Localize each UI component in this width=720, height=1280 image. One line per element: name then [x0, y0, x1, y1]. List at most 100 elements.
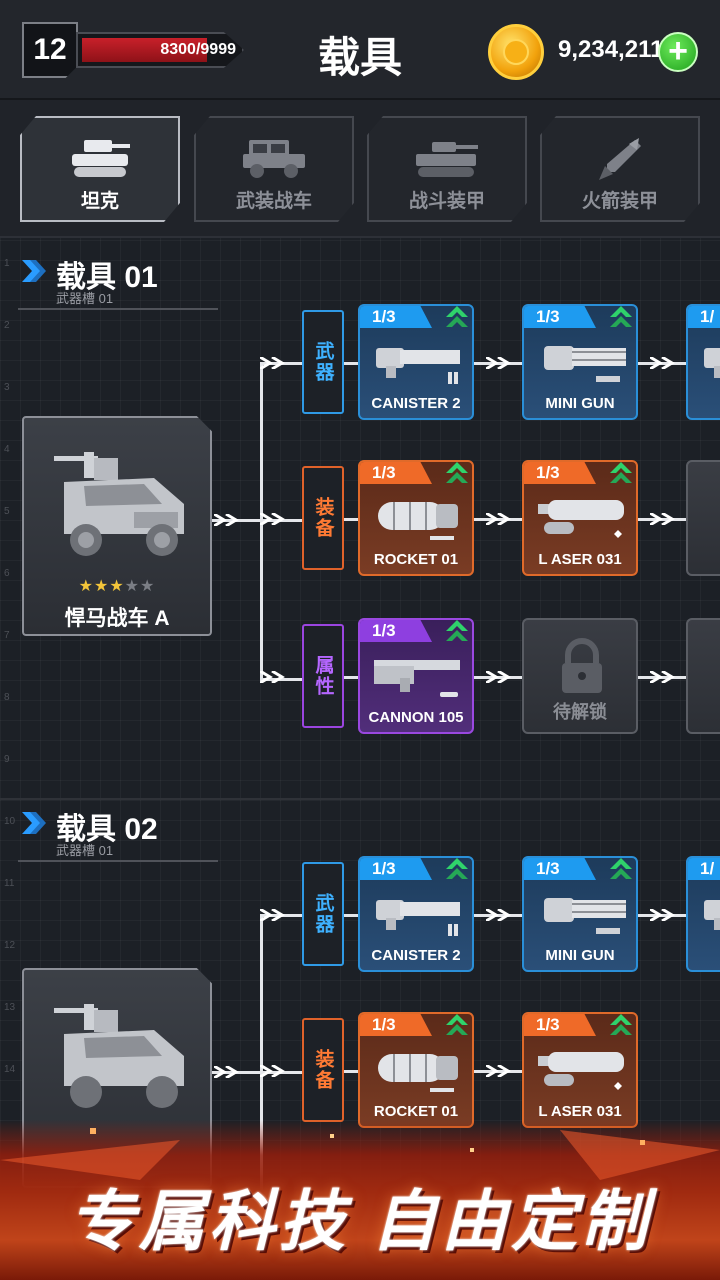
tab-label: 武装战车 [235, 191, 312, 212]
canister-gun-icon [704, 900, 720, 930]
tab-label: 火箭装甲 [581, 191, 658, 212]
row-number: 9 [4, 754, 10, 765]
upgrade-node[interactable]: 1/CA [686, 856, 720, 972]
node-count: 1/3 [360, 306, 432, 328]
node-count: 1/ [688, 858, 720, 880]
star-empty-icon: ★ [140, 578, 156, 595]
tab-armored-car[interactable]: 武装战车 [194, 116, 354, 222]
xp-fill [82, 38, 207, 62]
row-number: 13 [4, 1002, 16, 1013]
upgrade-node[interactable]: 1/CA [686, 304, 720, 420]
vehicle-card[interactable]: ★★★★★ 悍马战车 A [22, 416, 212, 636]
row-number: 8 [4, 692, 10, 703]
xp-bar: 8300/9999 [76, 32, 244, 68]
row-number: 5 [4, 506, 10, 517]
node-label: 待解锁 [553, 702, 607, 722]
node-count: 1/3 [360, 462, 432, 484]
vehicle-tabs: 坦克 武装战车 战斗装甲 火箭装甲 [0, 100, 720, 238]
node-count: 1/3 [360, 858, 432, 880]
section-title: 载具 01 [56, 261, 158, 294]
arrow-icon [650, 671, 675, 683]
upgrade-arrow-icon [610, 462, 632, 483]
level-badge: 12 [22, 22, 78, 78]
tab-battle-armor[interactable]: 战斗装甲 [367, 116, 527, 222]
connector [260, 678, 302, 681]
row-number: 4 [4, 444, 10, 455]
node-label: CA [688, 395, 720, 412]
arrow-icon [650, 357, 675, 369]
category-text: 装备 [312, 497, 334, 539]
upgrade-arrow-icon [610, 306, 632, 327]
arrow-icon [260, 513, 285, 525]
row-number: 1 [4, 258, 10, 269]
arrow-icon [260, 909, 285, 921]
chevron-right-icon [22, 260, 46, 282]
star-rating: ★★★★★ [24, 576, 210, 596]
upgrade-arrow-icon [446, 1014, 468, 1035]
upgrade-arrow-icon [446, 462, 468, 483]
category-label: 武器 [302, 310, 344, 414]
tab-tank[interactable]: 坦克 [20, 116, 180, 222]
cannon-icon [374, 660, 460, 697]
spark-decoration [0, 1128, 720, 1180]
section-title: 载具 02 [56, 813, 158, 846]
coin-balance: 9,234,211 [558, 36, 664, 63]
vehicle-name: 悍马战车 A [64, 607, 170, 630]
arrow-icon [486, 357, 511, 369]
star-filled-icon: ★ [78, 578, 94, 595]
locked-slot[interactable]: 待 [686, 618, 720, 734]
locked-slot[interactable]: 待 [686, 460, 720, 576]
category-text: 属性 [312, 655, 334, 697]
node-label: CANNON 105 [368, 709, 464, 726]
upgrade-arrow-icon [446, 306, 468, 327]
chevron-right-icon [22, 812, 46, 834]
arrow-icon [486, 909, 511, 921]
node-label: MINI GUN [545, 395, 615, 412]
canister-gun-icon [704, 348, 720, 378]
canister-gun-icon [376, 900, 460, 936]
node-label: 待 [688, 540, 720, 566]
node-count: 1/ [688, 306, 720, 328]
minigun-icon [544, 898, 626, 934]
locked-slot[interactable]: 待解锁 [522, 618, 638, 734]
laser-gun-icon [538, 1052, 624, 1090]
row-number: 3 [4, 382, 10, 393]
category-text: 武器 [312, 893, 334, 935]
category-label: 装备 [302, 466, 344, 570]
row-number: 10 [4, 816, 16, 827]
tab-label: 战斗装甲 [408, 191, 485, 212]
add-coins-button[interactable]: + [658, 32, 698, 72]
rocket-icon [599, 138, 641, 180]
tab-label: 坦克 [80, 191, 119, 212]
upgrade-arrow-icon [446, 620, 468, 641]
section-subtitle: 武器槽 01 [56, 843, 114, 858]
node-count: 1/3 [524, 858, 596, 880]
battle-armor-icon [416, 142, 478, 177]
row-number: 6 [4, 568, 10, 579]
star-filled-icon: ★ [93, 578, 110, 595]
category-label: 属性 [302, 624, 344, 728]
canister-gun-icon [376, 348, 460, 384]
node-label: ROCKET 01 [373, 551, 459, 568]
tank-icon [72, 140, 130, 177]
laser-gun-icon [538, 500, 624, 538]
row-number: 12 [4, 940, 16, 951]
arrow-icon [486, 1065, 511, 1077]
arrow-icon [260, 671, 285, 683]
tab-rocket-armor[interactable]: 火箭装甲 [540, 116, 700, 222]
arrow-icon [214, 1066, 239, 1078]
xp-text: 8300/9999 [160, 41, 236, 58]
star-empty-icon: ★ [124, 578, 141, 595]
humvee-image [54, 1004, 184, 1108]
arrow-icon [650, 513, 675, 525]
